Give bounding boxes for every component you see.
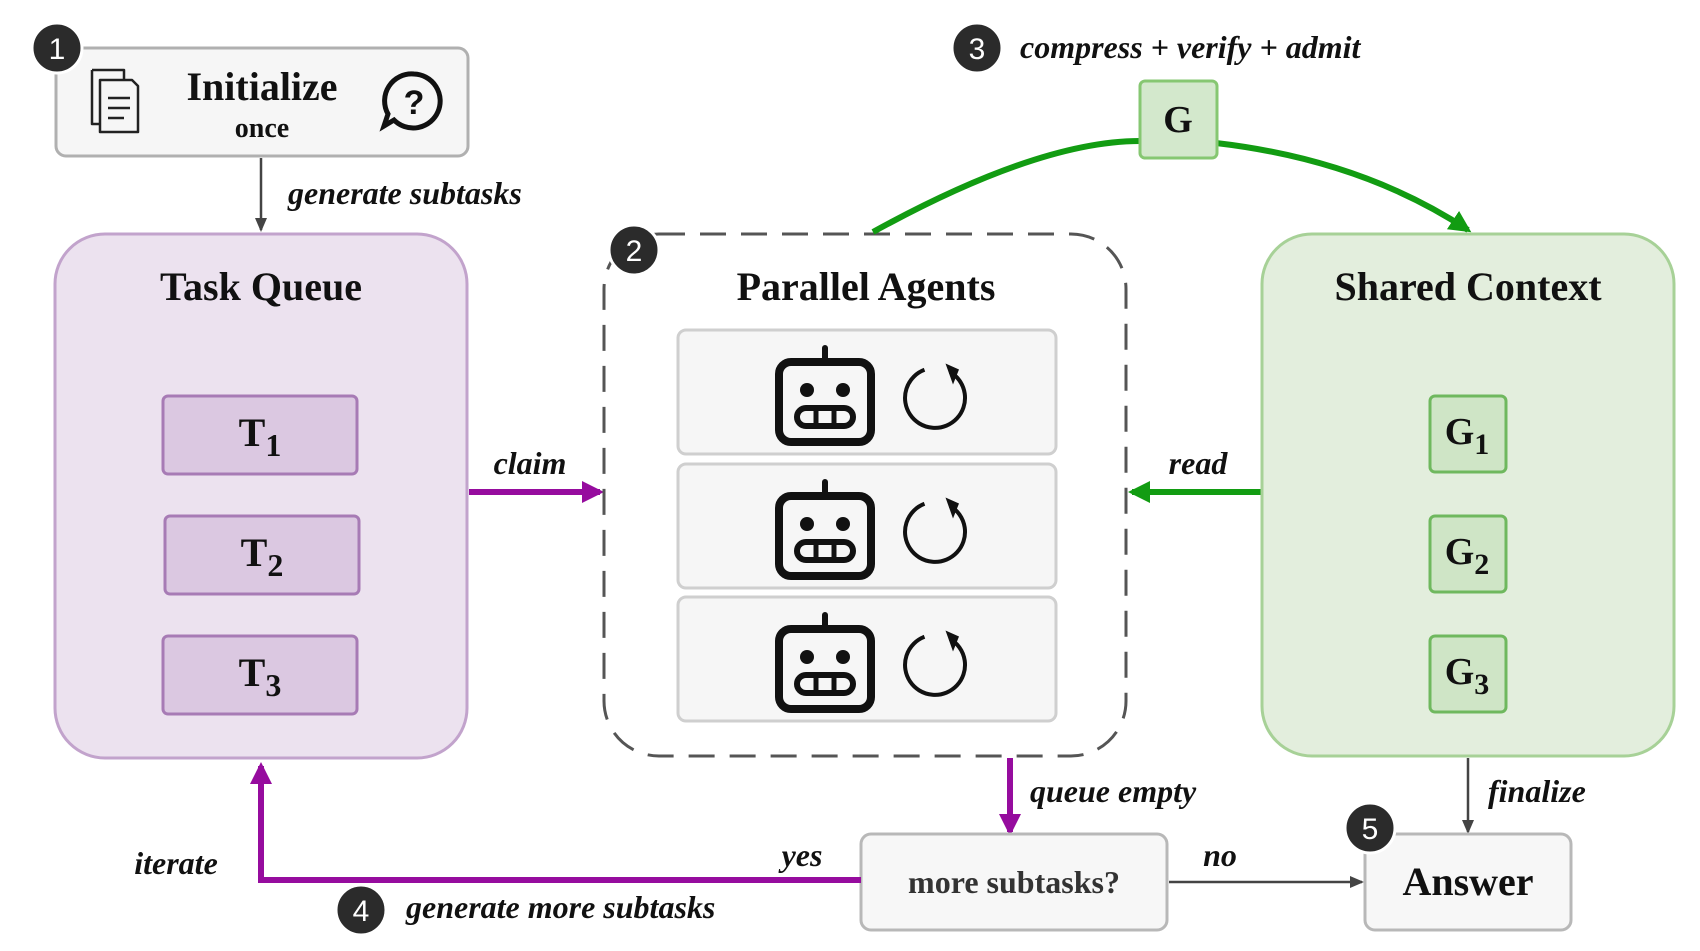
read-label: read (1169, 445, 1229, 481)
robot-icon (775, 345, 875, 446)
context-item: G2 (1428, 514, 1508, 594)
generate-more-label: generate more subtasks (405, 889, 715, 925)
task-item: T1 (161, 394, 359, 476)
answer-node: Answer (1363, 832, 1573, 932)
context-item: G1 (1428, 394, 1508, 474)
task-queue-title: Task Queue (160, 264, 362, 309)
claim-label: claim (494, 445, 567, 481)
refresh-icon (903, 363, 968, 430)
edge-gate-to-context (1215, 140, 1472, 233)
step-badge: 5 (1343, 801, 1397, 855)
initialize-subtitle: once (235, 113, 289, 144)
agent-row (676, 462, 1058, 590)
svg-text:T3: T3 (239, 650, 282, 703)
step-badge: 4 (334, 883, 388, 937)
generate-subtasks-label: generate subtasks (287, 175, 522, 211)
edge-iterate (250, 762, 861, 883)
gate-label: G (1163, 99, 1193, 141)
decision-label: more subtasks? (908, 864, 1120, 900)
parallel-agents-panel: Parallel Agents (602, 232, 1128, 758)
yes-label: yes (778, 837, 823, 873)
task-item: T3 (161, 634, 359, 716)
svg-text:2: 2 (626, 235, 643, 268)
svg-text:3: 3 (969, 33, 986, 66)
step-badge: 2 (607, 223, 661, 277)
finalize-label: finalize (1488, 773, 1586, 809)
svg-text:G2: G2 (1445, 531, 1490, 581)
answer-label: Answer (1402, 859, 1533, 904)
edge-agents-to-gate (871, 137, 1143, 235)
agent-row (676, 328, 1058, 456)
robot-icon (775, 612, 875, 713)
gate-node: G (1138, 79, 1219, 160)
svg-text:1: 1 (49, 33, 66, 66)
refresh-icon (903, 630, 968, 697)
question-bubble-icon: ? (379, 71, 443, 132)
shared-context-title: Shared Context (1334, 264, 1602, 309)
initialize-box: Initialize once ? (54, 46, 470, 158)
queue-empty-label: queue empty (1030, 773, 1197, 809)
context-item: G3 (1428, 634, 1508, 714)
initialize-title: Initialize (186, 64, 337, 109)
decision-node: more subtasks? (859, 832, 1169, 932)
document-icon (90, 68, 140, 134)
step-badge: 1 (30, 21, 84, 75)
agent-row (676, 595, 1058, 723)
svg-text:T2: T2 (241, 530, 284, 583)
parallel-agents-title: Parallel Agents (737, 264, 996, 309)
svg-text:4: 4 (353, 895, 370, 928)
iterate-label: iterate (134, 845, 218, 881)
task-queue-panel: Task Queue T1 T2 T3 (53, 232, 469, 760)
svg-text:G1: G1 (1445, 411, 1490, 461)
shared-context-panel: Shared Context G1 G2 G3 (1260, 232, 1676, 758)
svg-text:?: ? (404, 84, 425, 122)
svg-text:T1: T1 (239, 410, 282, 463)
refresh-icon (903, 497, 968, 564)
svg-text:5: 5 (1362, 813, 1379, 846)
svg-text:G3: G3 (1445, 651, 1490, 701)
robot-icon (775, 479, 875, 580)
no-label: no (1203, 837, 1237, 873)
step-badge: 3 (950, 21, 1004, 75)
gate-caption: compress + verify + admit (1020, 29, 1362, 65)
task-item: T2 (163, 514, 361, 596)
